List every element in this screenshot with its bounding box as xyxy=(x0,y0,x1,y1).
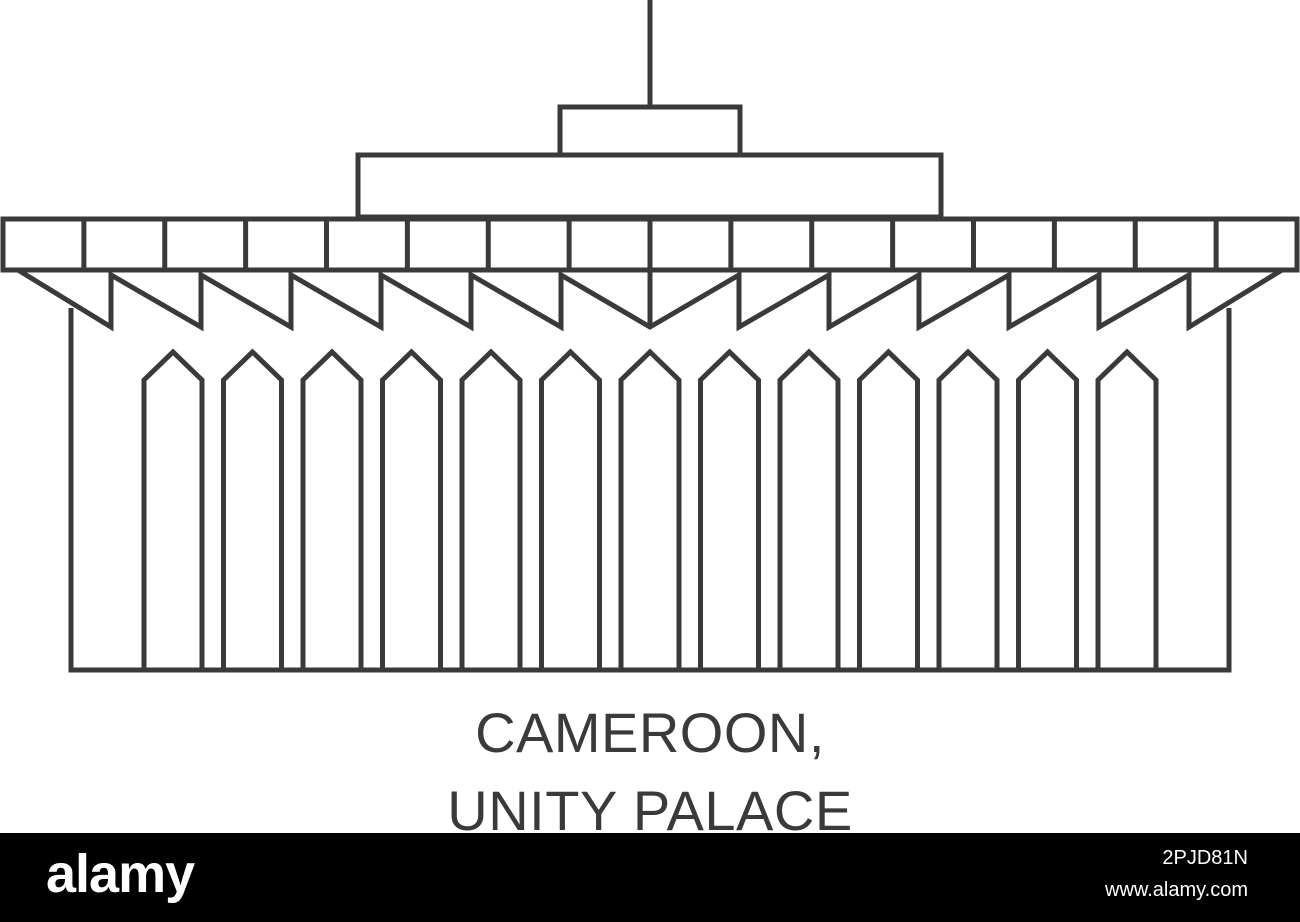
column-arch xyxy=(539,348,602,670)
column-arch xyxy=(300,348,364,670)
image-id-label: 2PJD81N xyxy=(1162,847,1248,869)
column-arch xyxy=(698,348,761,670)
column-arch xyxy=(141,348,205,670)
brand-logo: alamy xyxy=(46,844,195,904)
column-arch xyxy=(1016,348,1079,670)
column-arch xyxy=(380,348,443,670)
column-arch xyxy=(221,348,284,670)
top-block xyxy=(557,104,743,158)
stock-watermark-bar: alamy 2PJD81N www.alamy.com xyxy=(0,833,1300,922)
main-body xyxy=(68,308,1232,673)
image-url-label: www.alamy.com xyxy=(1105,879,1248,901)
unity-palace-landmark-icon xyxy=(0,0,1300,673)
column-arch xyxy=(618,348,682,670)
column-arch xyxy=(857,348,920,670)
middle-tier xyxy=(355,152,944,220)
caption-landmark: UNITY PALACE xyxy=(447,779,853,842)
column-arch xyxy=(1095,348,1159,670)
caption-country: CAMEROON, xyxy=(475,701,825,764)
column-arch xyxy=(936,348,1000,670)
column-arch xyxy=(777,348,841,670)
column-arch xyxy=(459,348,523,670)
